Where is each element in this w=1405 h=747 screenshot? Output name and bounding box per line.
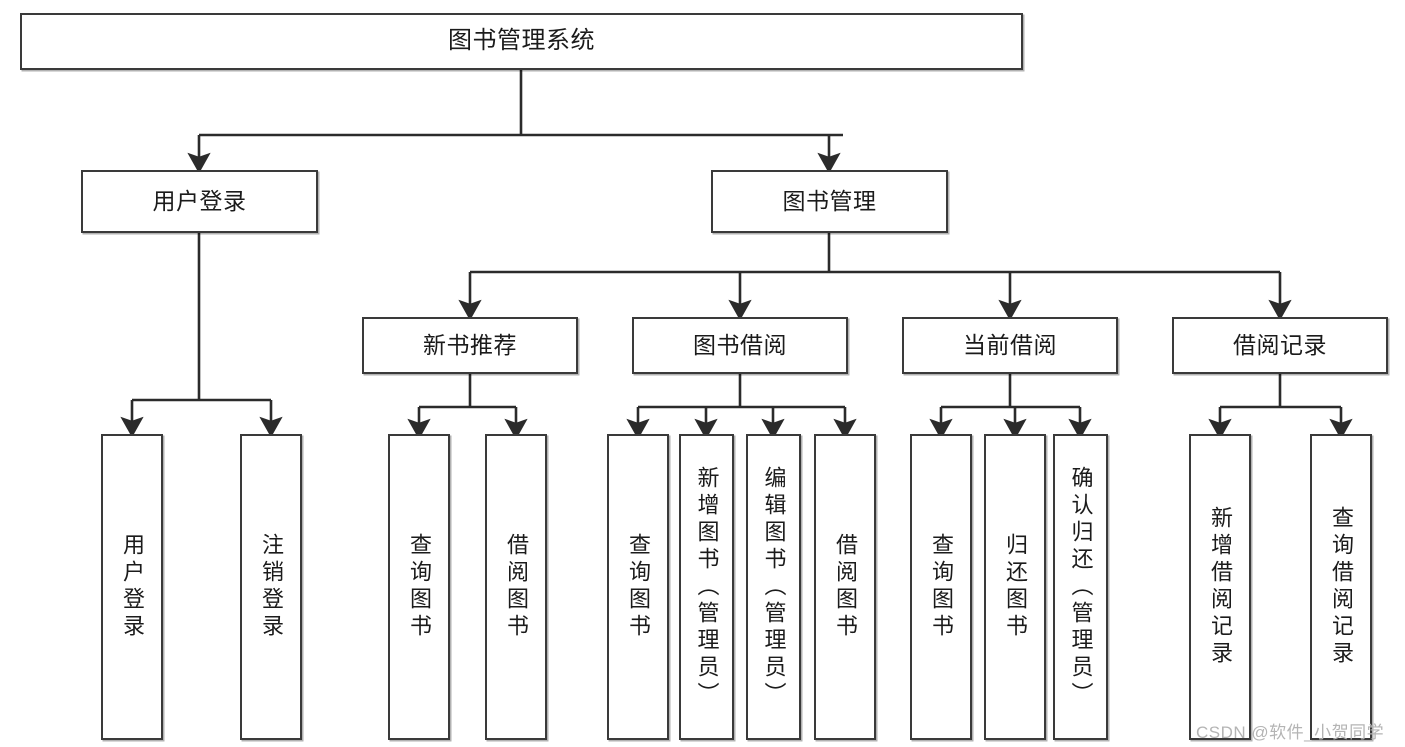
node-label: 借阅图书 — [504, 533, 529, 641]
node-label: 查询图书 — [407, 533, 432, 641]
leaf-node-query-borrow-record[interactable]: 查询借阅记录 — [1310, 434, 1372, 740]
node-label: 借阅记录 — [1233, 331, 1327, 358]
node-label: 确认归还（管理员） — [1068, 465, 1094, 709]
node-label: 归还图书 — [1003, 533, 1028, 641]
node-label: 当前借阅 — [963, 331, 1057, 358]
node-label: 查询图书 — [929, 533, 954, 641]
node-label: 图书管理 — [782, 187, 877, 214]
node-label: 新书推荐 — [423, 331, 517, 358]
node-borrow-record[interactable]: 借阅记录 — [1172, 317, 1388, 374]
leaf-node-edit-book-admin[interactable]: 编辑图书（管理员） — [746, 434, 801, 740]
leaf-node-confirm-return-admin[interactable]: 确认归还（管理员） — [1053, 434, 1108, 740]
node-current-borrow[interactable]: 当前借阅 — [902, 317, 1118, 374]
node-label: 新增借阅记录 — [1208, 506, 1233, 668]
leaf-node-add-book-admin[interactable]: 新增图书（管理员） — [679, 434, 734, 740]
node-label: 图书借阅 — [693, 331, 787, 358]
leaf-node-borrow-book-rec[interactable]: 借阅图书 — [485, 434, 547, 740]
leaf-node-query-book-borrow[interactable]: 查询图书 — [607, 434, 669, 740]
leaf-node-query-book-current[interactable]: 查询图书 — [910, 434, 972, 740]
node-label: 用户登录 — [152, 187, 247, 214]
node-root-book-management-system[interactable]: 图书管理系统 — [20, 13, 1023, 70]
node-label: 编辑图书（管理员） — [761, 465, 787, 709]
leaf-node-user-login[interactable]: 用户登录 — [101, 434, 163, 740]
node-label: 用户登录 — [120, 533, 145, 641]
node-label: 图书管理系统 — [448, 27, 595, 55]
node-label: 查询图书 — [626, 533, 651, 641]
node-label: 借阅图书 — [833, 533, 858, 641]
leaf-node-user-logout[interactable]: 注销登录 — [240, 434, 302, 740]
node-label: 新增图书（管理员） — [694, 465, 720, 709]
node-new-book-recommendation[interactable]: 新书推荐 — [362, 317, 578, 374]
node-user-login[interactable]: 用户登录 — [81, 170, 318, 233]
leaf-node-borrow-book[interactable]: 借阅图书 — [814, 434, 876, 740]
node-book-management[interactable]: 图书管理 — [711, 170, 948, 233]
node-label: 注销登录 — [259, 533, 284, 641]
node-label: 查询借阅记录 — [1329, 506, 1354, 668]
leaf-node-query-book-rec[interactable]: 查询图书 — [388, 434, 450, 740]
leaf-node-return-book[interactable]: 归还图书 — [984, 434, 1046, 740]
node-book-borrow[interactable]: 图书借阅 — [632, 317, 848, 374]
csdn-watermark: CSDN @软件_小贺同学 — [1196, 723, 1385, 742]
leaf-node-add-borrow-record[interactable]: 新增借阅记录 — [1189, 434, 1251, 740]
